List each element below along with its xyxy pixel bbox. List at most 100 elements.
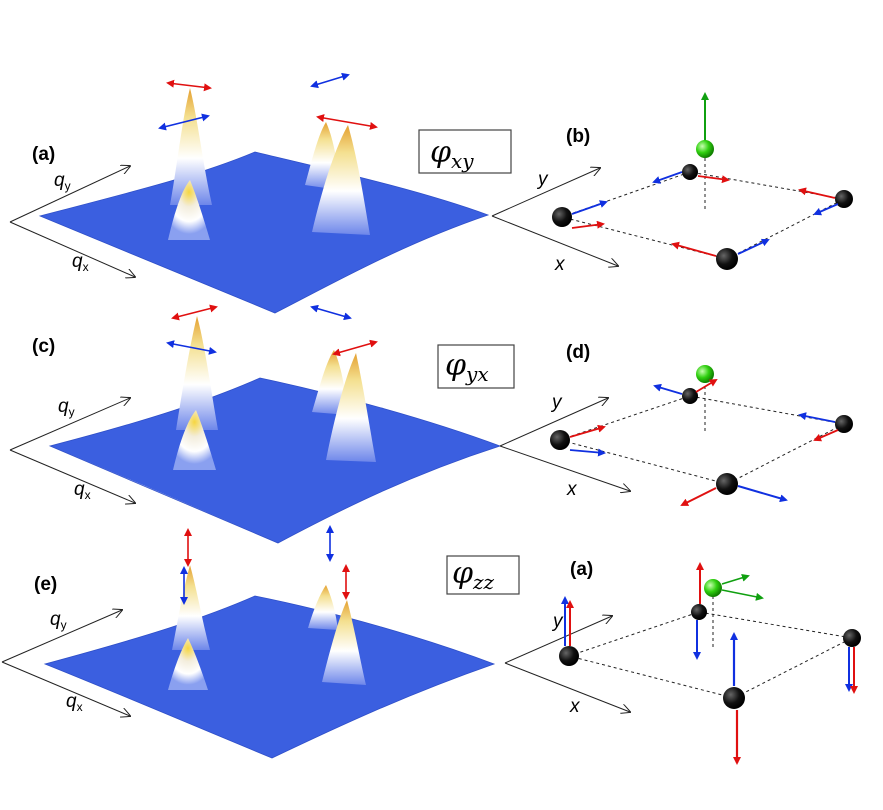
panel-label: (d) xyxy=(566,342,590,363)
peak-front-left xyxy=(168,638,208,690)
qy-label: qy xyxy=(54,170,71,193)
displacement-arrow-blue xyxy=(737,485,788,503)
displacement-arrow-red xyxy=(166,79,212,92)
displacement-arrow-blue xyxy=(166,340,217,355)
surface-panel-e: (e) qy qx xyxy=(1,525,496,759)
panel-label: (a) xyxy=(570,559,593,580)
displacement-arrow-red xyxy=(697,175,730,184)
displacement-arrow-blue xyxy=(737,238,770,255)
qy-axis xyxy=(9,166,130,223)
panel-label: (a) xyxy=(32,144,55,165)
qy-axis xyxy=(1,610,122,663)
displacement-arrow-red xyxy=(798,187,836,199)
y-label: y xyxy=(536,169,549,190)
qx-axis xyxy=(9,221,135,277)
atom xyxy=(716,248,738,270)
phonon-box xyxy=(418,129,512,174)
peak-front-right xyxy=(326,353,376,462)
atom xyxy=(716,473,738,495)
atom-green xyxy=(696,365,714,383)
surface-plane xyxy=(43,595,496,759)
displacement-arrow-red xyxy=(316,114,378,130)
qx-label: qx xyxy=(74,479,91,502)
atom-green xyxy=(704,579,722,597)
phonon-box xyxy=(437,344,515,389)
atom xyxy=(559,646,579,666)
displacement-arrow-blue xyxy=(310,304,352,321)
lattice-panel-d: (d) y x xyxy=(499,342,853,506)
atom xyxy=(835,415,853,433)
displacement-arrow-red xyxy=(813,429,839,442)
x-label: x xyxy=(566,479,578,500)
peak-back-left xyxy=(170,88,212,205)
atom xyxy=(723,687,745,709)
y-label: y xyxy=(551,611,564,632)
x-axis xyxy=(504,662,630,712)
displacement-arrow-red xyxy=(569,424,606,438)
panel-label: (e) xyxy=(34,574,57,595)
phonon-label-yx: φyx xyxy=(437,344,515,389)
unit-cell-outline xyxy=(567,611,854,699)
displacement-arrow-blue xyxy=(798,412,836,423)
displacement-arrow-red xyxy=(332,339,378,357)
peak-back-right xyxy=(312,350,348,415)
y-axis xyxy=(499,398,608,447)
qx-label: qx xyxy=(72,251,89,274)
x-axis xyxy=(491,215,618,266)
phonon-box xyxy=(446,555,520,595)
surface-plane xyxy=(38,151,490,314)
displacement-arrow-blue xyxy=(653,383,683,395)
qx-axis xyxy=(9,449,135,503)
atom xyxy=(552,207,572,227)
displacement-arrow-blue xyxy=(813,203,839,216)
panel-label: (c) xyxy=(32,336,55,357)
displacement-arrow-blue xyxy=(569,448,606,457)
qy-label: qy xyxy=(50,609,67,632)
qy-label: qy xyxy=(58,396,75,419)
peak-back-left xyxy=(176,316,218,430)
atom-green xyxy=(696,140,714,158)
peak-back-left xyxy=(172,565,210,650)
displacement-arrow-red xyxy=(171,304,218,321)
atom xyxy=(550,430,570,450)
displacement-arrow-blue xyxy=(571,200,608,215)
surface-panel-c: (c) qy qx xyxy=(9,304,502,544)
phonon-symbol: φyx xyxy=(445,348,489,386)
atom xyxy=(843,629,861,647)
atom xyxy=(682,164,698,180)
atom xyxy=(691,604,707,620)
displacement-arrow-red xyxy=(680,487,717,506)
atom xyxy=(682,388,698,404)
phonon-symbol: φzz xyxy=(452,556,495,594)
lattice-panel-b: (b) y x xyxy=(491,92,853,275)
peak-front-right xyxy=(322,600,366,685)
displacement-arrow-red xyxy=(671,241,717,257)
peak-front-left xyxy=(168,180,210,240)
displacement-arrow-blue xyxy=(310,72,350,89)
y-axis xyxy=(504,616,612,664)
qx-label: qx xyxy=(66,691,83,714)
phonon-label-zz: φzz xyxy=(446,555,520,595)
phonon-label-xy: φxy xyxy=(418,129,512,174)
x-label: x xyxy=(569,696,581,717)
phonon-symbol: φxy xyxy=(430,135,474,173)
surface-plane xyxy=(48,377,502,544)
x-label: x xyxy=(554,254,566,275)
displacement-arrow-blue xyxy=(158,113,210,131)
x-axis xyxy=(499,445,630,491)
unit-cell-outline xyxy=(558,395,846,485)
panel-label: (b) xyxy=(566,126,590,147)
displacement-arrow-green xyxy=(721,573,750,585)
displacement-arrow-red xyxy=(695,378,718,393)
y-label: y xyxy=(550,392,563,413)
unit-cell-outline xyxy=(560,171,846,260)
atom xyxy=(835,190,853,208)
qy-axis xyxy=(9,398,130,451)
peak-back-right xyxy=(308,585,338,630)
qx-axis xyxy=(1,661,130,716)
y-axis xyxy=(491,168,600,217)
lattice-panel-a: (a) y x xyxy=(504,559,861,765)
displacement-arrow-blue xyxy=(652,171,683,184)
displacement-arrow-green xyxy=(721,589,764,601)
